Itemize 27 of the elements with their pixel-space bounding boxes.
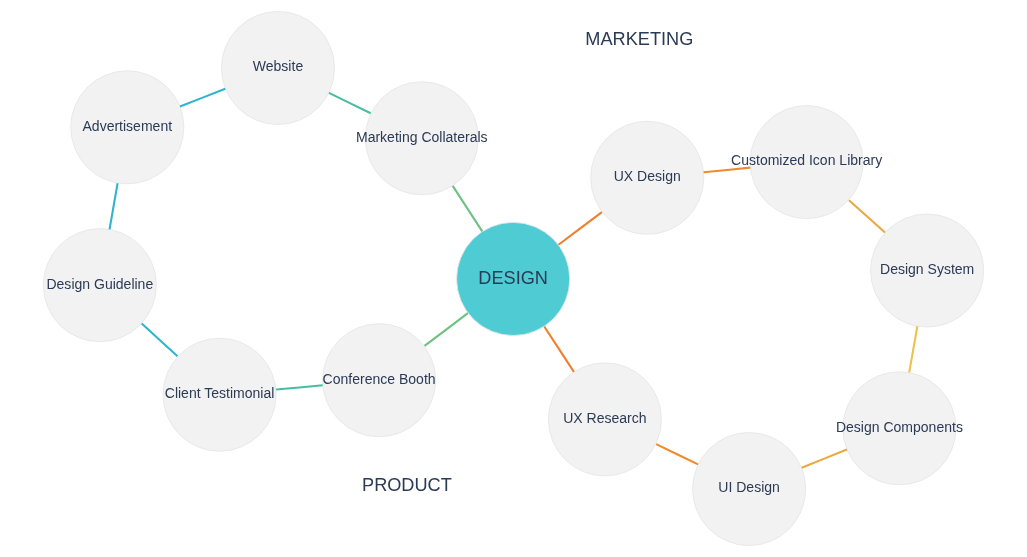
connector — [451, 185, 484, 232]
node-circle: UX Research — [547, 362, 662, 477]
label: PRODUCT — [362, 474, 452, 495]
connector — [848, 199, 886, 234]
node-circle: Advertisement — [70, 70, 185, 185]
connector — [141, 322, 179, 357]
node-circle: Conference Booth — [322, 323, 437, 438]
node-circle: UI Design — [692, 432, 807, 546]
label: MARKETING — [585, 29, 694, 50]
connector — [908, 326, 919, 373]
node-label: Customized Icon Library — [731, 152, 883, 169]
connector — [557, 211, 603, 246]
connector — [328, 91, 372, 115]
node-circle: DESIGN — [456, 222, 571, 336]
connector — [108, 183, 119, 230]
connector — [655, 443, 699, 466]
connector — [703, 166, 751, 174]
connector — [423, 312, 469, 347]
node-circle: UX Design — [590, 120, 705, 235]
node-circle: Design Guideline — [42, 228, 157, 343]
node-circle: Design System — [870, 213, 985, 328]
connector — [801, 448, 848, 469]
connector — [179, 87, 226, 108]
node-circle: Website — [221, 11, 335, 125]
node-circle: Client Testimonial — [162, 337, 277, 452]
connector — [275, 384, 323, 391]
connector — [543, 325, 575, 373]
